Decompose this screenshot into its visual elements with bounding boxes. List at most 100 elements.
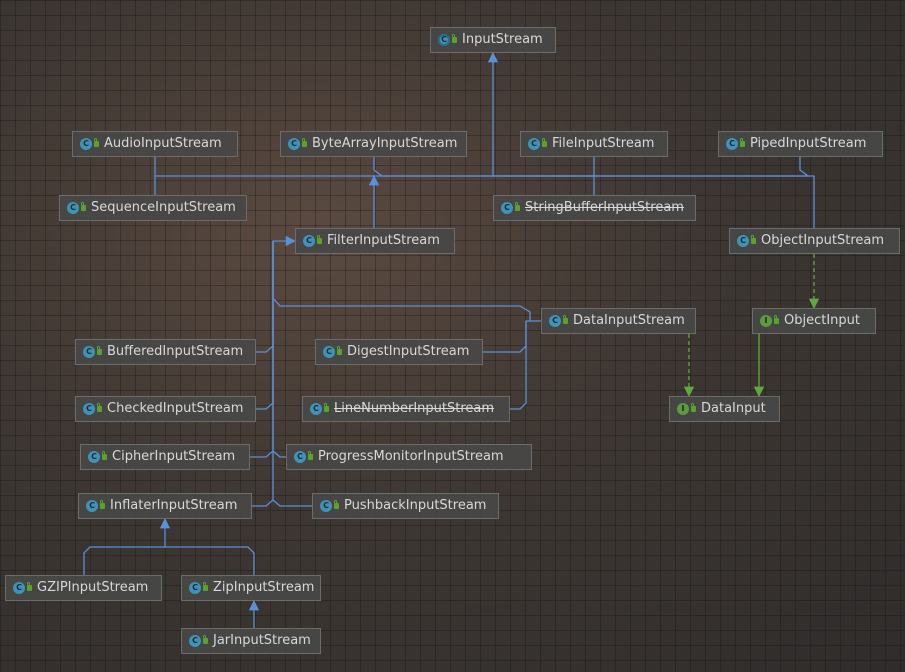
class-node-label: JarInputStream xyxy=(213,633,311,648)
class-node-label: PushbackInputStream xyxy=(344,498,487,513)
class-node-label: InputStream xyxy=(462,32,543,47)
class-node-label: ProgressMonitorInputStream xyxy=(318,449,504,464)
edge-buffered-to-filter xyxy=(256,241,274,353)
class-node-label: DataInput xyxy=(701,401,766,416)
class-node-label: SequenceInputStream xyxy=(91,200,236,215)
class-node-zip[interactable]: C ZipInputStream xyxy=(181,575,321,601)
public-lock-icon xyxy=(774,315,779,324)
class-node-label: ZipInputStream xyxy=(213,580,315,595)
edge-inflater-to-filter xyxy=(252,241,274,507)
public-lock-icon xyxy=(751,235,756,244)
edge-digest-to-filter xyxy=(483,320,530,353)
edge-audio-to-inputstream xyxy=(154,51,499,177)
class-node-inflater[interactable]: C InflaterInputStream xyxy=(78,493,252,519)
edge-bytearray-to-inputstream xyxy=(373,157,493,177)
public-lock-icon xyxy=(100,500,105,509)
class-node-label: FilterInputStream xyxy=(327,233,440,248)
class-node-label: DigestInputStream xyxy=(347,344,470,359)
class-node-cipher[interactable]: C CipherInputStream xyxy=(80,444,250,470)
class-icon: C xyxy=(294,451,306,463)
public-lock-icon xyxy=(27,582,32,591)
class-icon: C xyxy=(320,500,332,512)
class-node-progress[interactable]: C ProgressMonitorInputStream xyxy=(286,444,532,470)
public-lock-icon xyxy=(337,346,342,355)
class-icon: C xyxy=(323,346,335,358)
public-lock-icon xyxy=(308,451,313,460)
class-icon: C xyxy=(13,582,25,594)
class-node-gzip[interactable]: C GZIPInputStream xyxy=(5,575,162,601)
public-lock-icon xyxy=(563,315,568,324)
class-icon: C xyxy=(310,403,322,415)
edge-gzip-to-inflater xyxy=(83,517,171,575)
edge-object-to-inputstream xyxy=(493,175,815,228)
class-icon: C xyxy=(189,635,201,647)
class-node-datain[interactable]: C DataInputStream xyxy=(541,308,696,334)
class-icon: C xyxy=(303,235,315,247)
class-icon: C xyxy=(737,235,749,247)
class-node-pushback[interactable]: C PushbackInputStream xyxy=(312,493,499,519)
class-node-objectinput[interactable]: I ObjectInput xyxy=(752,308,876,334)
public-lock-icon xyxy=(452,34,457,43)
public-lock-icon xyxy=(302,138,307,147)
class-node-checked[interactable]: C CheckedInputStream xyxy=(75,396,256,422)
class-node-digest[interactable]: C DigestInputStream xyxy=(315,339,483,365)
class-node-inputstream[interactable]: C InputStream xyxy=(430,27,556,53)
class-node-label: BufferedInputStream xyxy=(107,344,244,359)
class-node-label: DataInputStream xyxy=(573,313,685,328)
abstract-class-icon: C xyxy=(438,34,450,46)
interface-icon: I xyxy=(677,403,689,415)
public-lock-icon xyxy=(97,403,102,412)
edge-pushback-to-filter xyxy=(272,499,312,507)
edge-piped-to-inputstream xyxy=(493,157,810,177)
class-node-piped[interactable]: C PipedInputStream xyxy=(718,131,883,157)
public-lock-icon xyxy=(691,403,696,412)
class-icon: C xyxy=(528,138,540,150)
class-node-linenumber[interactable]: C LineNumberInputStream xyxy=(302,396,510,422)
public-lock-icon xyxy=(97,346,102,355)
interface-icon: I xyxy=(760,315,772,327)
class-icon: C xyxy=(88,451,100,463)
class-node-label: StringBufferInputStream xyxy=(525,200,684,215)
class-node-label: CheckedInputStream xyxy=(107,401,244,416)
public-lock-icon xyxy=(740,138,745,147)
public-lock-icon xyxy=(94,138,99,147)
class-icon: C xyxy=(501,202,513,214)
class-icon: C xyxy=(189,582,201,594)
edge-progress-to-filter xyxy=(272,450,286,458)
class-node-object[interactable]: C ObjectInputStream xyxy=(729,228,900,254)
class-node-label: PipedInputStream xyxy=(750,136,867,151)
class-node-label: ByteArrayInputStream xyxy=(312,136,458,151)
public-lock-icon xyxy=(203,635,208,644)
edge-file-to-inputstream xyxy=(493,157,595,177)
class-icon: C xyxy=(83,403,95,415)
class-icon: C xyxy=(86,500,98,512)
public-lock-icon xyxy=(317,235,322,244)
public-lock-icon xyxy=(542,138,547,147)
class-icon: C xyxy=(549,315,561,327)
class-node-label: InflaterInputStream xyxy=(110,498,238,513)
class-node-label: LineNumberInputStream xyxy=(334,401,495,416)
class-node-stringbuffer[interactable]: C StringBufferInputStream xyxy=(493,195,696,221)
class-node-datainput[interactable]: I DataInput xyxy=(669,396,780,422)
class-node-label: ObjectInput xyxy=(784,313,861,328)
public-lock-icon xyxy=(334,500,339,509)
class-node-label: GZIPInputStream xyxy=(37,580,149,595)
edge-linenumber-to-filter xyxy=(510,321,527,410)
class-node-jar[interactable]: C JarInputStream xyxy=(181,628,321,654)
public-lock-icon xyxy=(324,403,329,412)
public-lock-icon xyxy=(203,582,208,591)
edge-checked-to-filter xyxy=(256,241,274,410)
class-icon: C xyxy=(288,138,300,150)
class-icon: C xyxy=(726,138,738,150)
public-lock-icon xyxy=(102,451,107,460)
class-node-label: CipherInputStream xyxy=(112,449,236,464)
edge-zip-to-inflater xyxy=(165,546,255,575)
class-node-bytearray[interactable]: C ByteArrayInputStream xyxy=(280,131,467,157)
class-node-filter[interactable]: C FilterInputStream xyxy=(295,228,455,254)
class-node-label: ObjectInputStream xyxy=(761,233,885,248)
